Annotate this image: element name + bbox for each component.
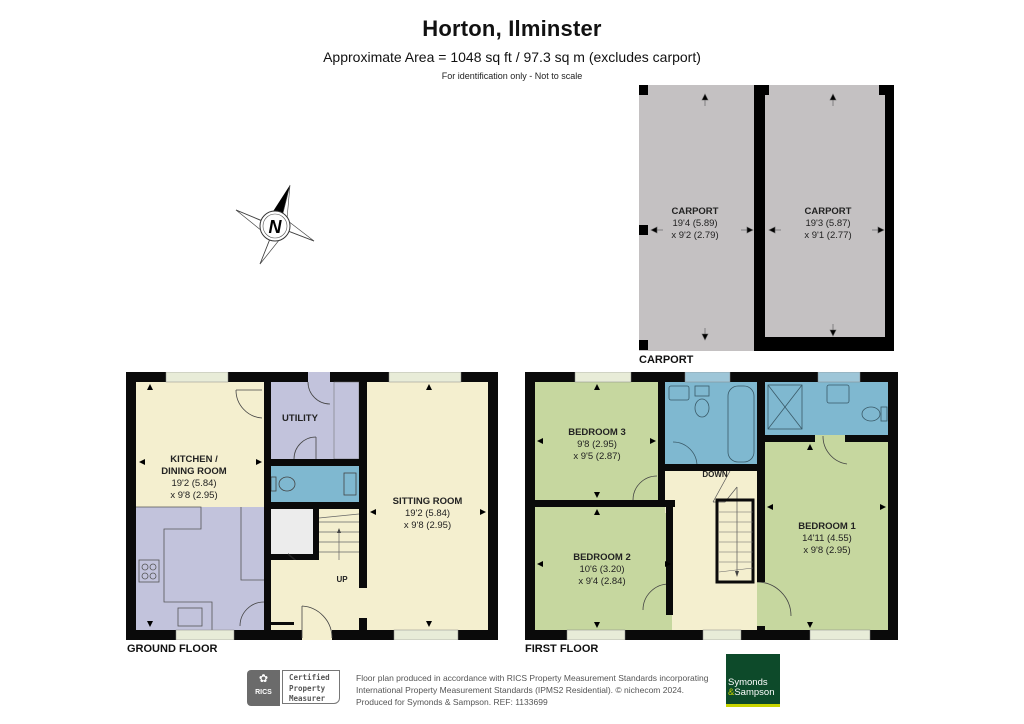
stairs-up-label: UP: [336, 575, 348, 584]
kitchen-dining-room-label: KITCHEN / DINING ROOM 19'2 (5.84) x 9'8 …: [161, 454, 227, 501]
area-summary: Approximate Area = 1048 sq ft / 97.3 sq …: [323, 49, 701, 65]
carport-floor-label: CARPORT: [639, 354, 694, 366]
bedroom-2-label: BEDROOM 2 10'6 (3.20) x 9'4 (2.84): [573, 552, 631, 587]
svg-text:N: N: [269, 217, 283, 237]
disclaimer-note: For identification only - Not to scale: [441, 71, 583, 81]
plan-title: Horton, Ilminster: [422, 16, 602, 41]
first-floor-plan: [525, 372, 898, 640]
rics-logo-icon: ✿ RICS: [247, 670, 280, 706]
rics-certified-badge: ✿ RICS Certified Property Measurer: [247, 670, 343, 706]
compass-north-icon: N: [235, 184, 315, 265]
bedroom-1-label: BEDROOM 1 14'11 (4.55) x 9'8 (2.95): [798, 521, 856, 556]
utility-room-label: UTILITY: [282, 413, 318, 424]
ground-floor-plan: [126, 372, 498, 640]
carport-plan: [636, 82, 898, 354]
carport-bay-2-label: CARPORT 19'3 (5.87) x 9'1 (2.77): [804, 206, 852, 241]
ground-floor-label: GROUND FLOOR: [127, 643, 218, 655]
rics-line-1: Certified: [289, 673, 330, 682]
sitting-room-label: SITTING ROOM 19'2 (5.84) x 9'8 (2.95): [392, 496, 463, 531]
rics-line-2: Property: [289, 683, 326, 693]
rics-line-3: Measurer: [289, 694, 326, 703]
symonds-sampson-logo: Symonds &Sampson: [726, 654, 780, 707]
carport-bay-1-label: CARPORT 19'4 (5.89) x 9'2 (2.79): [671, 206, 719, 241]
stairs-down-label: DOWN: [702, 470, 728, 479]
footer-disclaimer: Floor plan produced in accordance with R…: [356, 673, 709, 707]
first-floor-label: FIRST FLOOR: [525, 643, 599, 655]
bedroom-3-label: BEDROOM 3 9'8 (2.95) x 9'5 (2.87): [568, 427, 626, 462]
